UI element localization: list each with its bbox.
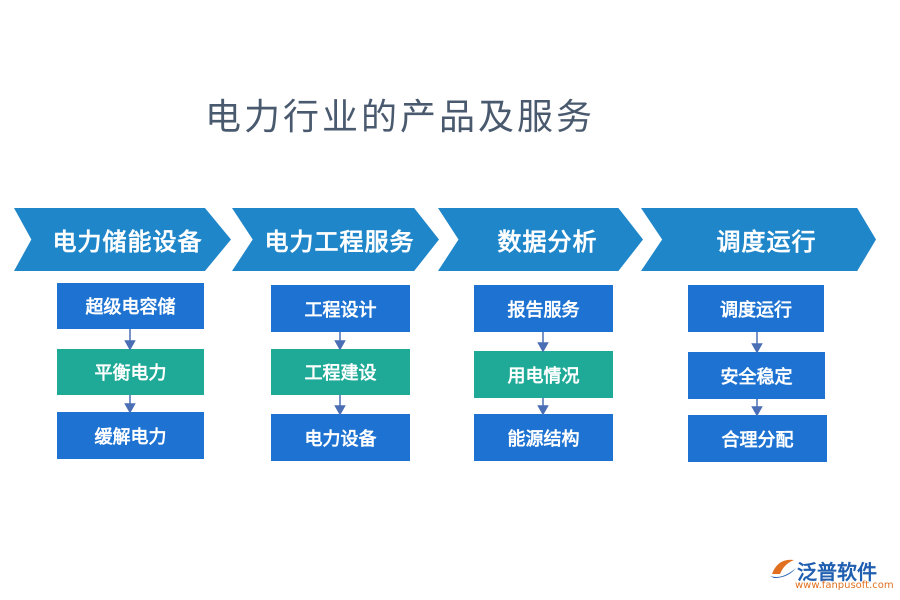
chevron-electric-storage: 电力储能设备 — [14, 208, 231, 271]
item-dispatch-operation: 调度运行 — [688, 285, 824, 332]
arrowhead-icon — [334, 340, 346, 351]
logo-name: 泛普软件 — [797, 560, 877, 584]
fanpu-logo-icon — [770, 559, 796, 578]
arrowhead-icon — [124, 403, 136, 414]
arrowhead-icon — [537, 405, 549, 416]
item-rational-allocation: 合理分配 — [688, 415, 827, 462]
logo-url: www.fanpusoft.com — [795, 580, 894, 591]
item-power-equipment: 电力设备 — [271, 414, 410, 461]
category-chevron-row: 电力储能设备 电力工程服务 数据分析 调度运行 — [0, 208, 900, 271]
page-title: 电力行业的产品及服务 — [205, 97, 596, 138]
arrowhead-icon — [124, 340, 136, 351]
item-energy-structure: 能源结构 — [474, 414, 613, 461]
arrowhead-icon — [334, 405, 346, 416]
item-electricity-usage: 用电情况 — [474, 351, 613, 398]
arrowhead-icon — [751, 406, 763, 417]
item-engineering-design: 工程设计 — [271, 285, 410, 332]
chevron-engineering-service: 电力工程服务 — [232, 208, 439, 271]
chevron-data-analysis: 数据分析 — [438, 208, 643, 271]
arrowhead-icon — [751, 343, 763, 354]
item-supercapacitor-storage: 超级电容储 — [57, 283, 204, 329]
item-relieve-power: 缓解电力 — [57, 412, 204, 459]
item-report-service: 报告服务 — [474, 285, 613, 332]
arrowhead-icon — [537, 342, 549, 353]
item-engineering-construction: 工程建设 — [271, 349, 410, 395]
item-balance-power: 平衡电力 — [57, 349, 204, 395]
item-safety-stability: 安全稳定 — [688, 352, 825, 399]
chevron-dispatch-operation: 调度运行 — [641, 208, 876, 271]
